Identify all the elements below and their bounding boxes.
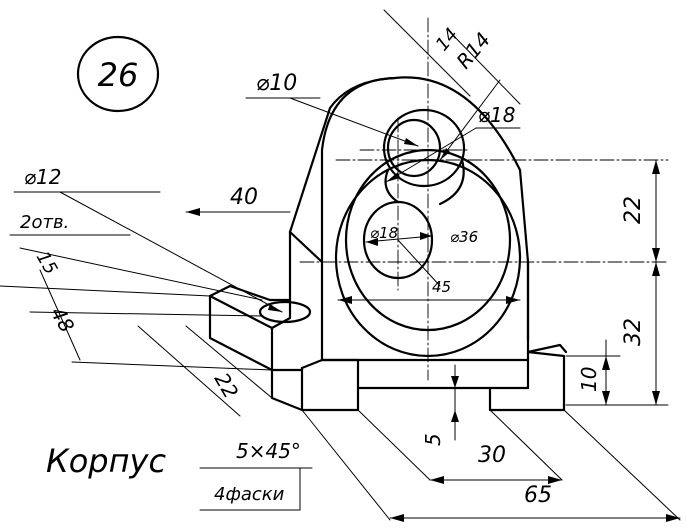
dim-15: 15 <box>32 248 62 278</box>
center-lines <box>299 17 669 381</box>
dim-32: 32 <box>621 318 646 346</box>
dim-d36: ⌀36 <box>450 228 478 246</box>
dim-holes-count: 2отв. <box>20 212 69 233</box>
dim-d12: ⌀12 <box>24 165 62 189</box>
dim-d18-top: ⌀18 <box>478 103 516 127</box>
dim-chamfer-note: 4фаски <box>214 484 285 505</box>
sheet-number-badge: 26 <box>76 35 160 113</box>
lug-hole <box>258 300 312 324</box>
dim-22-left: 22 <box>210 369 244 403</box>
dim-65: 65 <box>524 483 552 508</box>
dim-40: 40 <box>230 185 258 210</box>
dim-48: 48 <box>46 303 80 337</box>
dim-d10: ⌀10 <box>256 71 297 96</box>
dimension-labels: ⌀10 ⌀18 ⌀18 ⌀36 ⌀12 2отв. R14 14 40 15 4… <box>20 24 646 508</box>
dimension-lines <box>0 9 681 522</box>
dim-d18-center: ⌀18 <box>370 224 398 242</box>
dim-chamfer: 5×45° <box>236 439 301 463</box>
part-title: Корпус <box>46 442 166 480</box>
dim-30: 30 <box>478 443 506 468</box>
sheet-number: 26 <box>98 56 139 94</box>
dim-5: 5 <box>421 433 445 446</box>
dim-10-right: 10 <box>577 367 601 392</box>
dim-angle-45: 45 <box>432 278 451 296</box>
dim-22-right: 22 <box>621 196 646 224</box>
part-body <box>208 76 568 412</box>
